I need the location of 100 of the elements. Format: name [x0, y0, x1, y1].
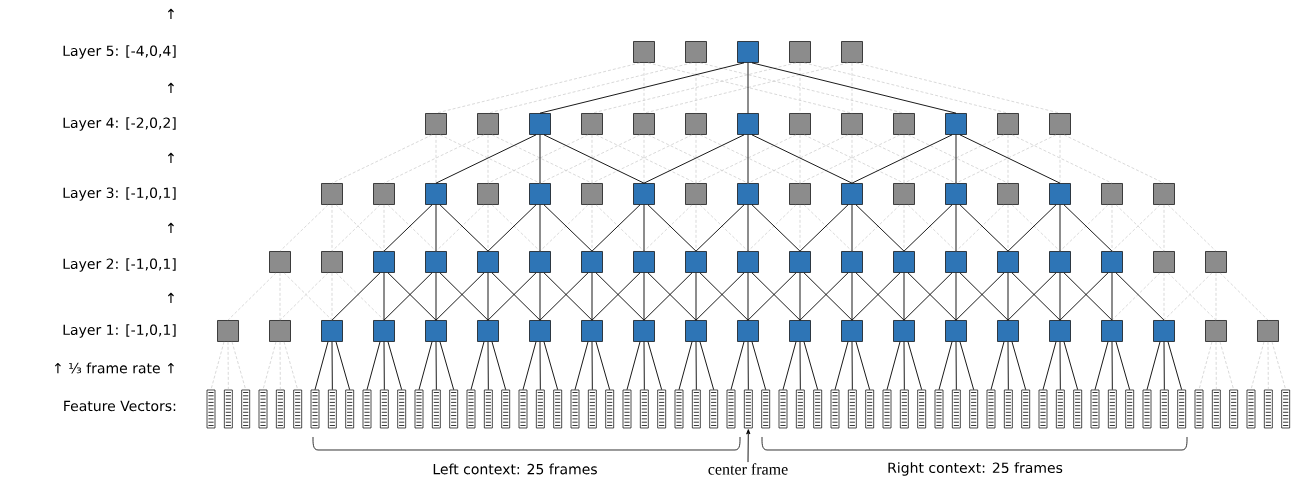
connector-line	[435, 341, 437, 391]
square-node	[1049, 113, 1071, 135]
square-node	[997, 183, 1019, 205]
square-node	[1205, 320, 1227, 342]
connector-line	[1007, 272, 1009, 321]
connector-line	[695, 341, 697, 391]
square-node	[425, 183, 447, 205]
square-node	[425, 320, 447, 342]
connector-line	[210, 341, 225, 390]
square-node	[1049, 183, 1071, 205]
square-node	[841, 251, 863, 273]
feature-vector	[622, 389, 632, 429]
square-node	[581, 113, 603, 135]
connector-line	[626, 341, 641, 391]
square-node	[997, 320, 1019, 342]
feature-vector	[674, 389, 684, 429]
feature-vector	[397, 389, 407, 429]
rate-label: ↑ ⅓ frame rate ↑	[54, 362, 174, 374]
connector-line	[1042, 341, 1057, 391]
connector-line	[1146, 341, 1161, 391]
square-node	[321, 251, 343, 273]
square-node	[1101, 183, 1123, 205]
connector-line	[1219, 341, 1234, 390]
connector-line	[678, 341, 693, 391]
context-label: Right context: 25 frames	[888, 462, 1063, 476]
connector-line	[1059, 341, 1061, 391]
square-node	[529, 113, 551, 135]
feature-vector	[449, 389, 459, 429]
square-node	[893, 183, 915, 205]
connector-line	[539, 62, 745, 114]
square-node	[269, 320, 291, 342]
feature-vector	[848, 389, 857, 429]
layer-label: Layer 1: [-1,0,1]	[63, 324, 176, 338]
connector-line	[751, 62, 957, 114]
connector-line	[747, 341, 749, 391]
layer-label: Layer 5: [-4,0,4]	[63, 45, 176, 59]
connector-line	[955, 134, 957, 184]
feature-vector	[726, 389, 736, 429]
connector-line	[643, 204, 645, 252]
connector-line	[574, 341, 589, 391]
feature-vector	[310, 389, 320, 429]
connector-line	[903, 341, 905, 391]
connector-line	[855, 341, 871, 391]
center-label: center frame	[708, 463, 788, 475]
up-arrow: ↑	[167, 292, 174, 304]
connector-line	[730, 341, 745, 391]
feature-vector	[969, 389, 979, 429]
feature-vector	[293, 389, 303, 429]
connector-line	[1011, 134, 1113, 184]
context-label: Left context: 25 frames	[433, 463, 597, 475]
feature-vector	[536, 389, 545, 429]
connector-line	[435, 272, 437, 321]
square-node	[633, 113, 655, 135]
feature-vector	[917, 389, 926, 429]
connector-line	[1094, 341, 1109, 391]
connector-line	[1219, 272, 1269, 321]
connector-line	[383, 272, 385, 321]
connector-line	[695, 272, 697, 321]
feature-vector	[986, 389, 996, 429]
connector-line	[1250, 341, 1265, 390]
square-node	[737, 183, 759, 205]
feature-vector	[709, 389, 719, 429]
connector-line	[751, 341, 767, 391]
connector-line	[647, 341, 663, 391]
feature-vector	[1212, 389, 1221, 429]
feature-vector	[605, 389, 615, 429]
square-node	[1205, 251, 1227, 273]
square-node	[997, 251, 1019, 273]
square-node	[893, 251, 915, 273]
feature-vector	[744, 389, 753, 429]
square-node	[737, 320, 759, 342]
connector-line	[803, 341, 819, 391]
feature-vector	[1004, 389, 1013, 429]
feature-vector	[206, 389, 216, 429]
feature-vector	[865, 389, 875, 429]
square-node	[477, 183, 499, 205]
connector-line	[851, 341, 853, 391]
connector-line	[1167, 204, 1217, 252]
connector-line	[539, 204, 541, 252]
connector-line	[699, 341, 715, 391]
connector-line	[227, 272, 277, 321]
square-node	[1049, 251, 1071, 273]
feature-vector	[466, 389, 476, 429]
square-node	[789, 41, 811, 63]
feature-vector	[276, 389, 285, 429]
connector-line	[331, 341, 333, 391]
connector-line	[855, 62, 1061, 114]
row-label: Feature Vectors:	[64, 400, 176, 412]
feature-vector	[882, 389, 892, 429]
connector-line	[938, 341, 953, 391]
connector-line	[487, 272, 489, 321]
connector-line	[643, 272, 645, 321]
feature-vector	[900, 389, 909, 429]
square-node	[269, 251, 291, 273]
up-arrow: ↑	[167, 222, 174, 234]
square-node	[425, 113, 447, 135]
connector-line	[1163, 341, 1165, 391]
connector-line	[1111, 341, 1113, 391]
feature-vector	[1160, 389, 1169, 429]
connector-line	[387, 341, 403, 391]
